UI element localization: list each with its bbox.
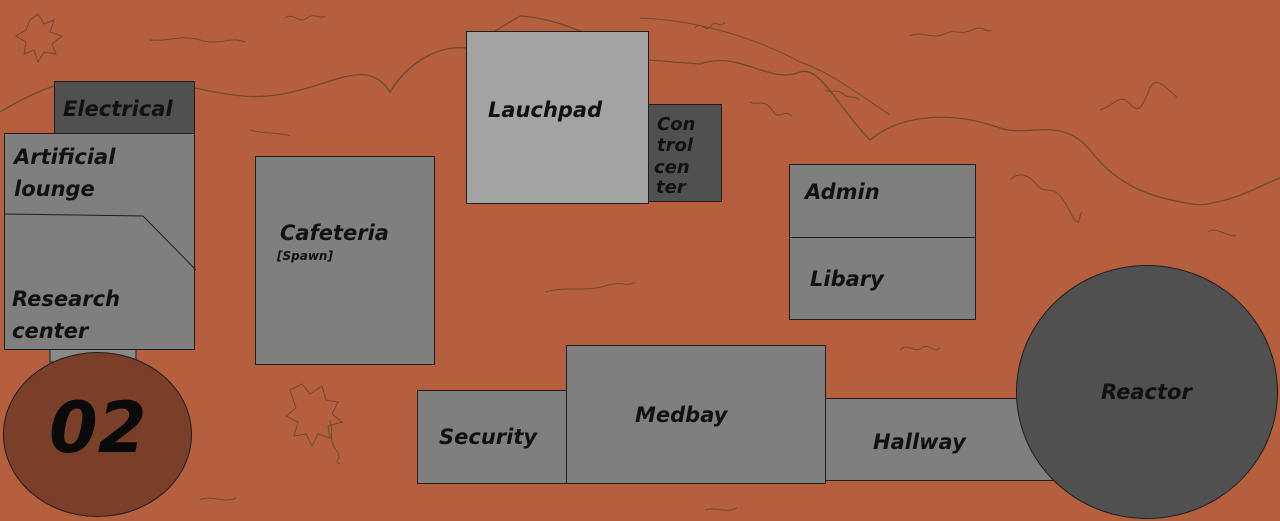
room-electrical[interactable]: Electrical [54,81,195,134]
room-security[interactable]: Security [417,390,567,484]
room-label-control-line3: cen [654,157,690,178]
room-label-launchpad: Lauchpad [488,98,603,122]
room-label-artificial-lounge-line1: Artificial [14,145,116,169]
room-label-cafeteria-spawn: [Spawn] [277,249,333,263]
room-admin[interactable]: Admin [789,164,976,238]
room-label-security: Security [439,425,538,449]
room-label-admin: Admin [805,180,880,204]
room-label-hallway: Hallway [873,430,966,454]
room-control-center[interactable]: Con trol cen ter [648,104,722,202]
room-lounge-research[interactable]: Artificial lounge Research center [4,133,196,350]
room-label-control-line2: trol [657,135,694,156]
room-cafeteria[interactable]: Cafeteria [Spawn] [255,156,435,365]
room-library[interactable]: Libary [789,237,976,320]
level-badge: 02 [3,352,192,517]
room-label-control-line1: Con [657,114,696,135]
room-label-artificial-lounge-line2: lounge [14,177,95,201]
room-launchpad[interactable]: Lauchpad [466,31,649,204]
room-label-control-line4: ter [656,177,686,198]
level-number: 02 [49,387,147,469]
room-label-electrical: Electrical [63,97,173,121]
room-medbay[interactable]: Medbay [566,345,826,484]
room-reactor[interactable]: Reactor [1016,265,1278,519]
room-label-library: Libary [810,267,884,291]
room-label-research-line2: center [12,319,89,343]
room-label-cafeteria: Cafeteria [280,221,389,245]
room-divider [5,213,196,271]
room-label-research-line1: Research [12,287,121,311]
room-label-reactor: Reactor [1101,380,1192,404]
room-label-medbay: Medbay [635,403,728,427]
